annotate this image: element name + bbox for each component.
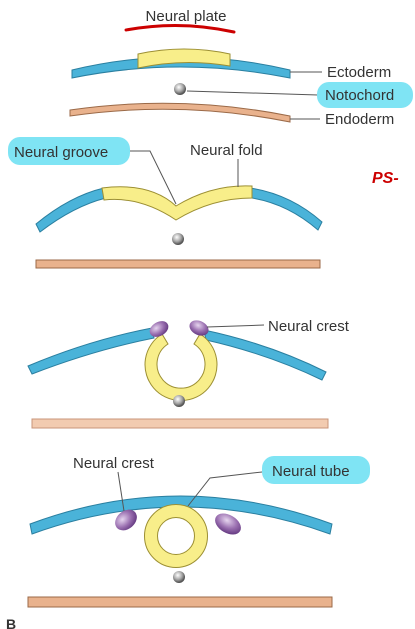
label-neural-tube: Neural tube <box>272 463 350 480</box>
stage-neural-tube: Neural crest Neural tube <box>28 455 370 607</box>
ectoderm-band-3-right <box>204 330 326 380</box>
notochord-1 <box>174 83 186 95</box>
folding-neural-plate <box>145 334 217 401</box>
handwritten-note: PS- <box>372 170 399 187</box>
endoderm-band-2 <box>36 260 320 268</box>
label-neural-groove: Neural groove <box>14 144 108 161</box>
notochord-4 <box>173 571 185 583</box>
ectoderm-band-3-left <box>28 328 154 374</box>
ectoderm-band-2-right <box>250 188 322 230</box>
label-neural-crest-1: Neural crest <box>268 318 350 335</box>
notochord-3 <box>173 395 185 407</box>
notochord-leader-line <box>187 91 318 95</box>
label-ectoderm: Ectoderm <box>327 64 391 81</box>
notochord-2 <box>172 233 184 245</box>
neural-crest-leader-1 <box>207 325 264 327</box>
neural-tube-ring-inner <box>158 518 195 555</box>
endoderm-band-3 <box>32 419 328 428</box>
stage-neural-crest: Neural crest <box>28 317 350 428</box>
stage-neural-groove: Neural groove Neural fold <box>8 137 322 268</box>
neural-groove-shape <box>102 186 252 220</box>
red-underline-mark <box>126 25 234 32</box>
endoderm-band-4 <box>28 597 332 607</box>
label-neural-fold: Neural fold <box>190 142 263 159</box>
label-neural-plate: Neural plate <box>146 8 227 25</box>
stage-neural-plate: Neural plate Ectoderm Notochord Endoderm <box>70 8 413 128</box>
label-endoderm: Endoderm <box>325 111 394 128</box>
label-notochord: Notochord <box>325 87 394 104</box>
panel-letter: B <box>6 616 16 629</box>
endoderm-band-1 <box>70 103 290 122</box>
neural-tube-ring <box>151 511 201 561</box>
ectoderm-band-2-left <box>36 188 106 232</box>
neural-crest-right-4 <box>211 509 244 539</box>
label-neural-crest-2: Neural crest <box>73 455 155 472</box>
